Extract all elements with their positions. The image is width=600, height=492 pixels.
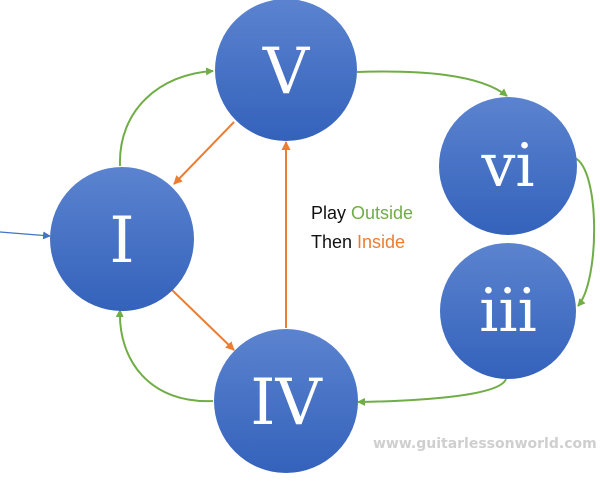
arrow-I-to-V — [118, 67, 214, 167]
arrow-I-to-IV — [171, 289, 235, 351]
caption-text: Then — [311, 232, 357, 252]
caption-inside: Inside — [357, 232, 405, 252]
node-iii: iii — [440, 243, 576, 379]
node-V: V — [215, 0, 357, 141]
node-label: iii — [479, 276, 537, 346]
entry-arrow — [0, 231, 51, 240]
watermark: www.guitarlessonworld.com — [373, 436, 597, 452]
caption-text: Play — [311, 203, 351, 223]
caption-line-2: Then Inside — [311, 232, 405, 252]
node-label: I — [109, 204, 134, 278]
node-label: vi — [480, 131, 534, 201]
node-I: I — [50, 167, 194, 311]
arrow-V-to-vi — [356, 70, 508, 97]
arrow-IV-to-I — [115, 309, 214, 403]
node-IV: IV — [214, 329, 358, 473]
arrow-V-to-I — [173, 121, 235, 185]
caption-line-1: Play Outside — [311, 203, 413, 223]
node-label: V — [262, 35, 311, 109]
arrow-vi-to-iii — [574, 157, 596, 307]
node-label: IV — [250, 366, 323, 440]
arrow-iii-to-IV — [357, 378, 507, 406]
node-vi: vi — [439, 97, 577, 235]
caption-outside: Outside — [351, 203, 413, 223]
